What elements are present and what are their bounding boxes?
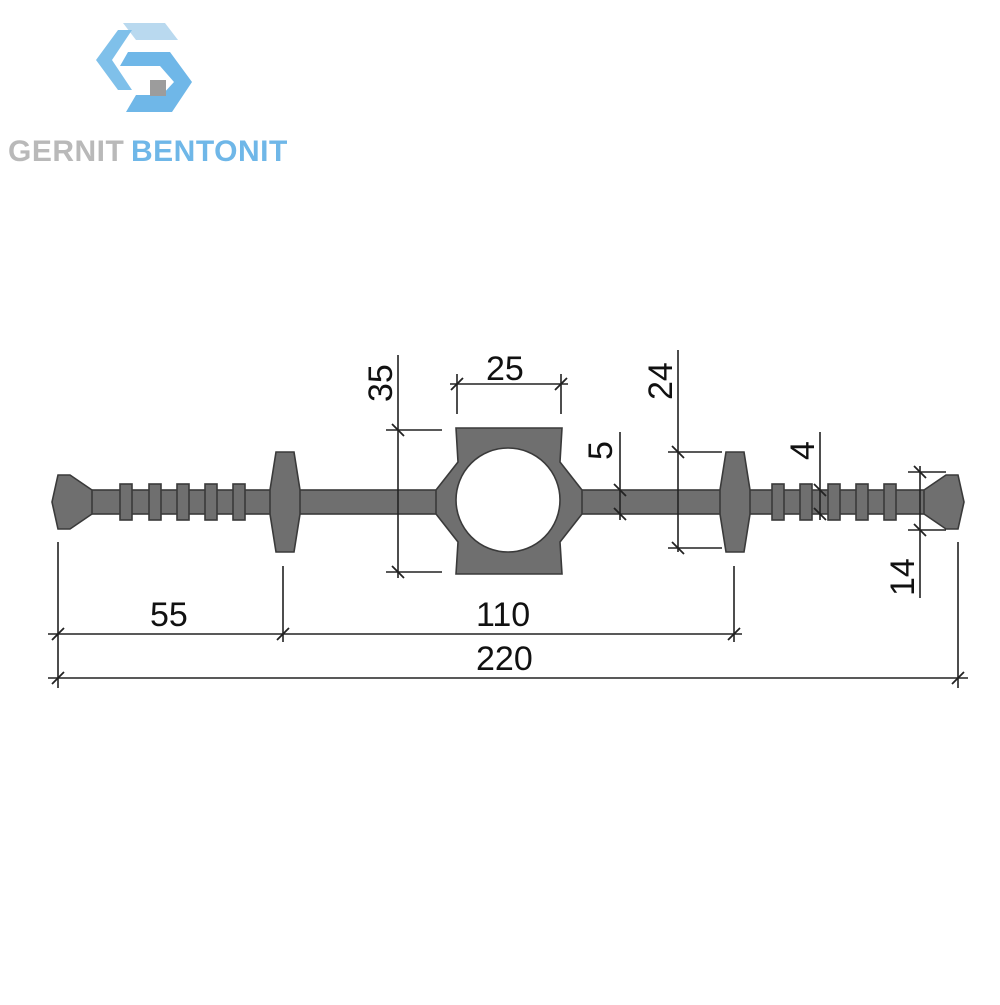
dim-label-5: 5 xyxy=(582,441,620,460)
dimension-lines xyxy=(48,350,968,688)
right-small-ribs xyxy=(771,483,897,521)
left-small-ribs xyxy=(119,483,246,521)
dim-label-35: 35 xyxy=(362,364,400,402)
logo-hexagon-icon xyxy=(96,23,192,112)
dim-label-24: 24 xyxy=(642,362,680,400)
dim-label-110: 110 xyxy=(476,596,530,634)
logo-word-gernit: GERNIT xyxy=(8,135,124,168)
logo: GERNIT BENTONIT xyxy=(8,23,288,168)
center-hole xyxy=(455,447,561,553)
profile-section xyxy=(51,427,965,575)
dimension-labels: 35 25 5 24 4 14 55 110 220 xyxy=(150,350,922,678)
right-anchor-rib xyxy=(719,451,751,553)
dim-label-220: 220 xyxy=(476,640,533,678)
dim-label-4: 4 xyxy=(784,441,822,460)
dim-label-14: 14 xyxy=(884,558,922,596)
dim-label-25: 25 xyxy=(486,350,524,388)
logo-word-bentonit: BENTONIT xyxy=(131,135,288,168)
left-anchor-rib xyxy=(269,451,301,553)
dim-label-55: 55 xyxy=(150,596,188,634)
left-end-flange xyxy=(51,474,93,530)
right-end-flange xyxy=(923,474,965,530)
